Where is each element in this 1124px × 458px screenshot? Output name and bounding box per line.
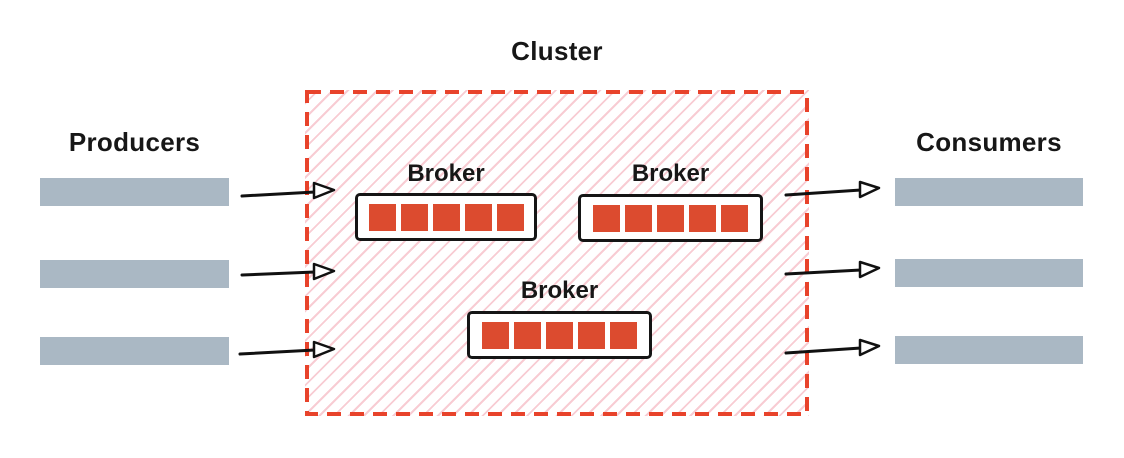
producer-bar xyxy=(40,178,229,206)
consumers-title: Consumers xyxy=(916,127,1062,157)
partition-square xyxy=(689,204,716,232)
consumer-flow-arrow xyxy=(784,180,881,199)
partition-square xyxy=(482,321,509,349)
consumer-bar xyxy=(895,178,1083,206)
producer-bar xyxy=(40,260,229,288)
partition-square xyxy=(610,321,637,349)
partition-square xyxy=(657,204,684,232)
cluster-boundary xyxy=(305,90,809,416)
partition-square xyxy=(464,203,492,231)
consumer-bar xyxy=(895,259,1083,287)
broker-label: Broker xyxy=(407,160,485,187)
partition-square xyxy=(368,203,396,231)
cluster-title: Cluster xyxy=(511,36,603,66)
partition-square xyxy=(432,203,460,231)
partition-square xyxy=(496,203,524,231)
consumer-flow-arrow xyxy=(784,338,881,357)
partition-square xyxy=(514,321,541,349)
producer-flow-arrow xyxy=(240,181,336,200)
partition-square xyxy=(593,204,620,232)
consumer-flow-arrow xyxy=(784,260,881,279)
cluster-hatch-area xyxy=(305,90,809,416)
producer-flow-arrow xyxy=(238,340,336,359)
broker-label: Broker xyxy=(520,277,599,304)
consumer-bar xyxy=(895,336,1083,364)
producer-flow-arrow xyxy=(240,262,336,281)
partition-square xyxy=(546,321,573,349)
partition-square xyxy=(625,204,652,232)
broker-label: Broker xyxy=(631,160,710,187)
broker-box xyxy=(467,311,652,359)
producers-title: Producers xyxy=(68,127,201,157)
partition-square xyxy=(400,203,428,231)
producer-bar xyxy=(40,337,229,365)
partition-square xyxy=(578,321,605,349)
broker-box xyxy=(355,193,537,241)
broker-box xyxy=(578,194,763,242)
partition-square xyxy=(721,204,748,232)
